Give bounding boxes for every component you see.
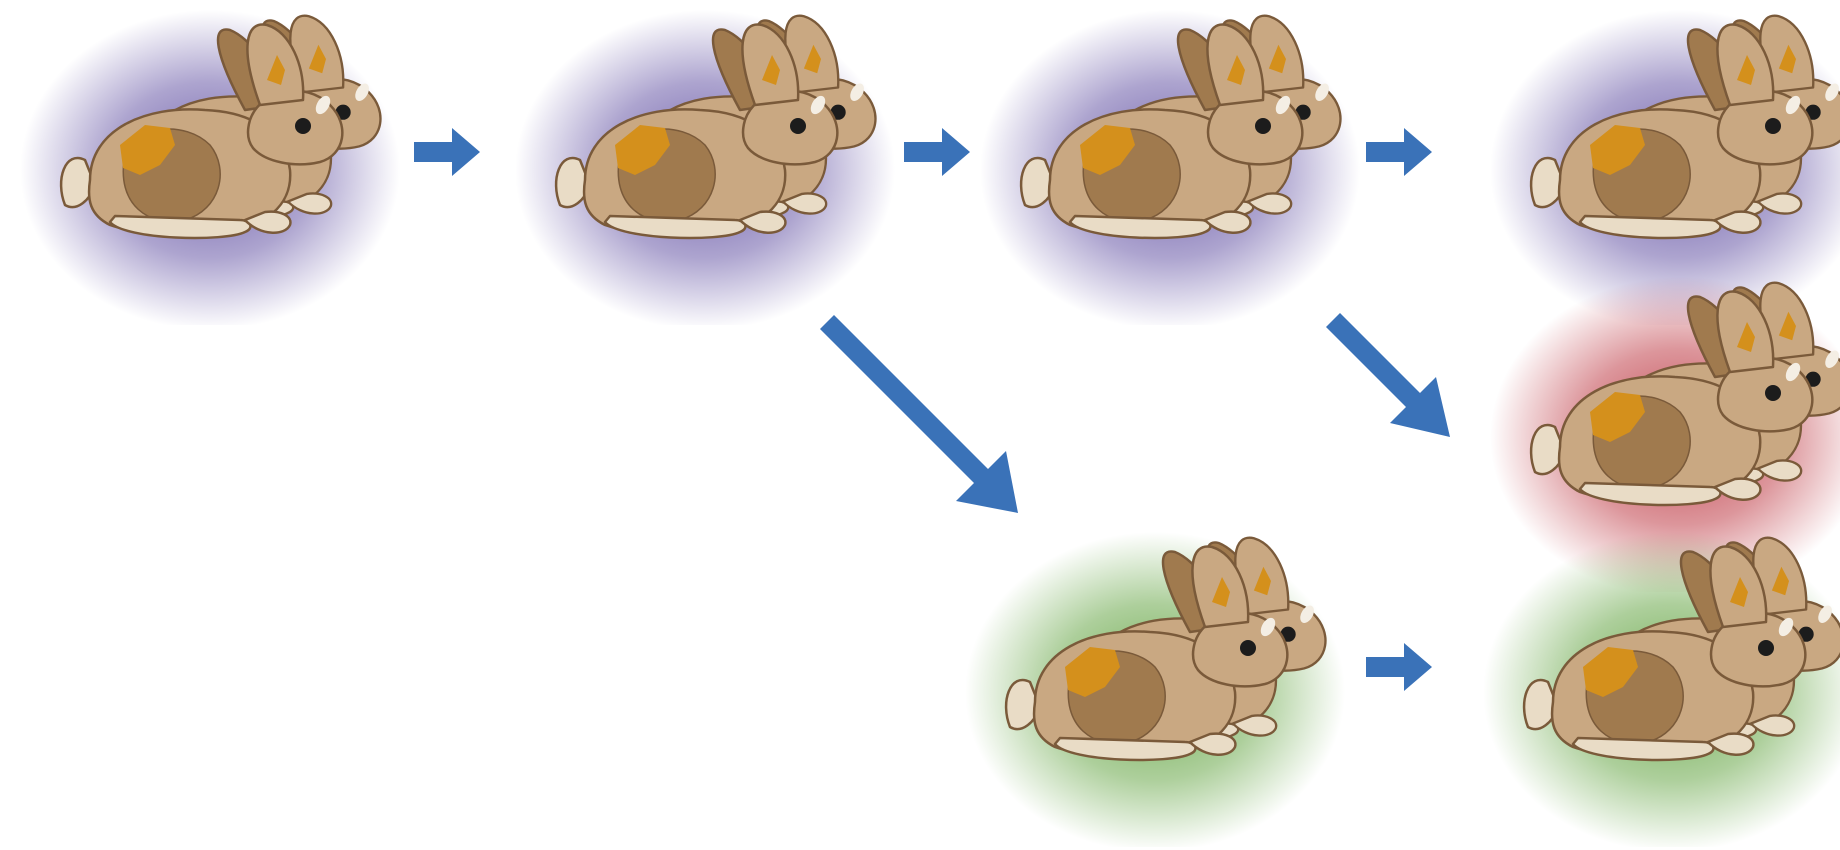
arrow-shape (820, 315, 1018, 513)
arrow-shape (1326, 313, 1450, 437)
arrow-shape (904, 128, 970, 176)
rabbit-group-icon (500, 5, 900, 325)
arrow-diagonal-icon (1318, 305, 1458, 445)
arrow-right-icon (410, 120, 486, 184)
rabbit-group-icon (1468, 527, 1840, 847)
arrow-shape (1366, 128, 1432, 176)
rabbit-group-gen2 (500, 5, 900, 325)
arrow-shape (414, 128, 480, 176)
rabbit-group-icon (950, 527, 1350, 847)
arrow-right-icon (900, 120, 976, 184)
rabbit-group-gen3-bottom (950, 527, 1350, 847)
arrow-shape (1366, 643, 1432, 691)
rabbit-group-gen1 (5, 5, 405, 325)
arrow-diagonal-icon (810, 305, 1030, 525)
rabbit-group-gen4-bottom (1468, 527, 1840, 847)
arrow-right-icon (1362, 120, 1438, 184)
rabbit-group-gen3-top (965, 5, 1365, 325)
rabbit-group-icon (5, 5, 405, 325)
rabbit-group-icon (965, 5, 1365, 325)
arrow-right-icon (1362, 635, 1438, 699)
